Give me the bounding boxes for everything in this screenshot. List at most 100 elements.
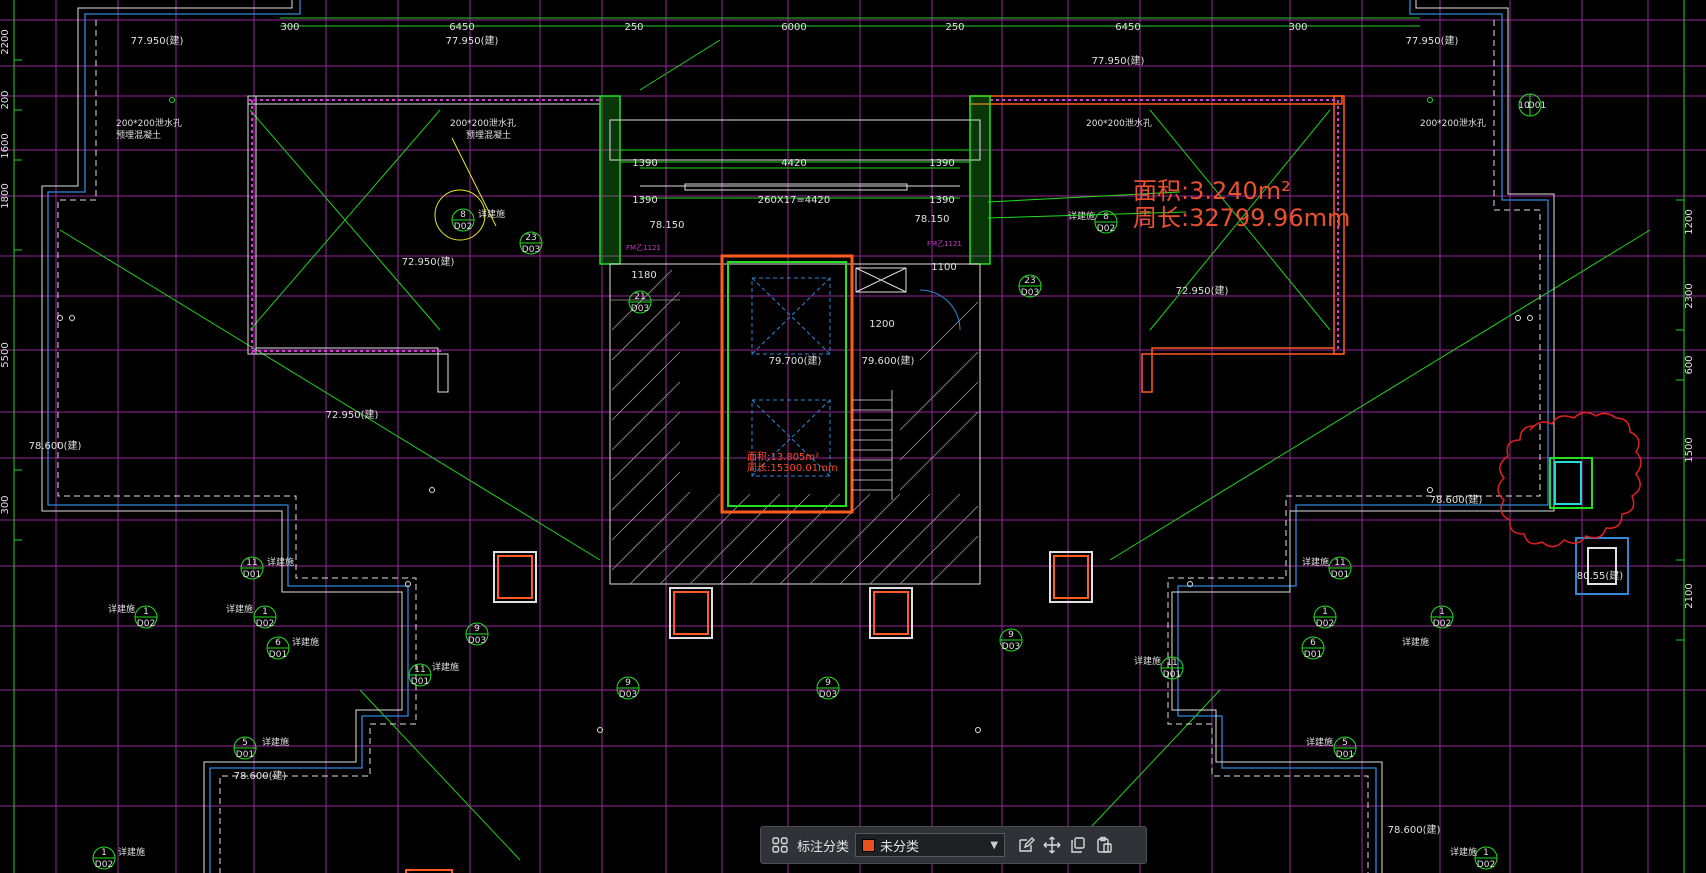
dim-left-1: 2200 — [0, 29, 11, 54]
note-detail-4: 详建施 — [108, 603, 135, 615]
callout-c6-bot: D01 — [243, 570, 261, 580]
dim-1390-c: 1390 — [632, 195, 657, 206]
callout-c24-bot: D03 — [1002, 642, 1020, 652]
area-small-perimeter: 周长:15300.01mm — [747, 463, 838, 474]
callout-c9-bot: D01 — [411, 677, 429, 687]
callout-c14-top: 11 — [1334, 558, 1345, 568]
callout-c18-top: 11 — [1166, 658, 1177, 668]
annotation-toolbar: 标注分类 未分类 ▼ — [760, 826, 1147, 864]
structural-columns — [405, 457, 1629, 873]
dim-right-5: 2100 — [1684, 583, 1695, 608]
callout-c19-top: 5 — [242, 738, 248, 748]
callout-c15-bot: D02 — [1316, 619, 1334, 629]
callout-c3-bot: D03 — [631, 304, 649, 314]
dim-left-5: 5500 — [0, 342, 11, 367]
dimension-lines — [13, 0, 1685, 873]
dim-stair: 260X17=4420 — [758, 195, 831, 206]
note-detail-6: 详建施 — [292, 636, 319, 648]
dim-right-1: 1200 — [1684, 209, 1695, 234]
note-drain-1: 200*200泄水孔 — [116, 117, 182, 129]
area-small-value: 面积:13.805m² — [747, 452, 820, 463]
leader-line-2 — [987, 191, 1181, 203]
dim-left-4: 1800 — [0, 183, 11, 208]
callout-c21-bot: D02 — [95, 860, 113, 870]
callout-c2-bot: D03 — [522, 245, 540, 255]
note-drain-1b: 预埋混凝土 — [116, 129, 161, 141]
dim-1390-b: 1390 — [929, 158, 954, 169]
copy-icon[interactable] — [1065, 832, 1091, 858]
callout-c23-top: 10 — [1518, 101, 1530, 111]
toolbar-label: 标注分类 — [797, 839, 850, 855]
callout-c16-top: 1 — [1439, 607, 1445, 617]
note-detail-9: 详建施 — [1402, 636, 1429, 648]
callout-c7-top: 1 — [143, 607, 149, 617]
note-detail-3: 详建施 — [267, 556, 294, 568]
callout-c5-top: 23 — [1024, 276, 1035, 286]
callout-c5-bot: D03 — [1021, 288, 1039, 298]
callout-c9-top: 11 — [414, 665, 425, 675]
elev-12: 78.600(建) — [29, 439, 82, 452]
elev-10: 78.150 — [650, 220, 685, 231]
note-drain-4: 200*200泄水孔 — [1420, 117, 1486, 129]
revision-cloud — [1497, 411, 1642, 548]
callout-c8-bot: D02 — [256, 619, 274, 629]
paste-icon[interactable] — [1091, 832, 1117, 858]
callout-c4-bot: D02 — [1097, 224, 1115, 234]
callout-c14-bot: D01 — [1331, 570, 1349, 580]
annotation-notes: 200*200泄水孔 预埋混凝土 200*200泄水孔 预埋混凝土 200*20… — [108, 117, 1486, 858]
area-measure-main: 面积:3.240m² 周长:32799.96mm — [1133, 178, 1350, 232]
elev-4: 77.950(建) — [1406, 34, 1459, 47]
callout-c11-top: 9 — [474, 624, 480, 634]
elev-6: 72.950(建) — [1176, 284, 1229, 297]
move-icon[interactable] — [1039, 832, 1065, 858]
callout-c1-bot: D02 — [454, 222, 472, 232]
note-fm-1: FM乙1121 — [626, 244, 661, 252]
callout-c24-top: 9 — [1008, 630, 1014, 640]
elev-8: 79.700(建) — [769, 354, 822, 367]
elev-7: 72.950(建) — [326, 408, 379, 421]
dim-right-4: 1500 — [1684, 437, 1695, 462]
callout-c16-bot: D02 — [1433, 619, 1451, 629]
note-detail-5: 详建施 — [226, 603, 253, 615]
note-drain-2: 200*200泄水孔 — [450, 117, 516, 129]
note-detail-2: 详建施 — [1068, 210, 1095, 222]
leader-line — [987, 211, 1187, 219]
callout-c8-top: 1 — [262, 607, 268, 617]
callout-c17-bot: D01 — [1304, 650, 1322, 660]
chevron-down-icon: ▼ — [990, 839, 999, 851]
left-room-walls — [247, 95, 621, 393]
callout-c12-top: 9 — [625, 678, 631, 688]
callout-c15-top: 1 — [1322, 607, 1328, 617]
callout-c12-bot: D03 — [619, 690, 637, 700]
edit-icon[interactable] — [1013, 832, 1039, 858]
callout-c20-top: 5 — [1342, 738, 1348, 748]
dim-top-3: 250 — [624, 22, 643, 33]
elev-5: 72.950(建) — [402, 255, 455, 268]
callout-c1-top: 8 — [460, 210, 466, 220]
dim-top-2: 6450 — [449, 22, 474, 33]
category-select[interactable]: 未分类 ▼ — [855, 833, 1006, 857]
note-detail-10: 详建施 — [1134, 655, 1161, 667]
callout-c13-top: 9 — [825, 678, 831, 688]
grid-icon[interactable] — [767, 832, 793, 858]
callout-c3-top: 21 — [634, 292, 645, 302]
note-detail-8: 详建施 — [1302, 556, 1329, 568]
callout-c21-top: 1 — [101, 848, 107, 858]
elev-2: 77.950(建) — [446, 34, 499, 47]
callout-c22-bot: D02 — [1477, 860, 1495, 870]
